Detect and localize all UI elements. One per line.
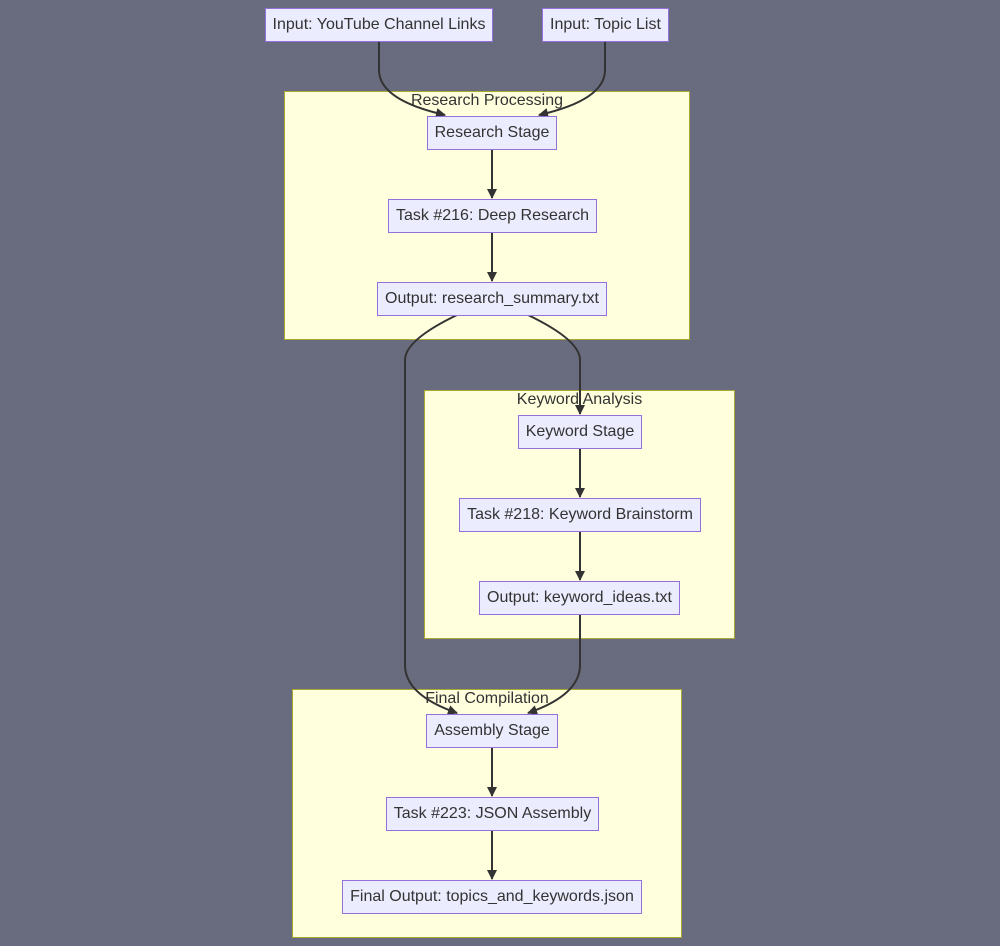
node-keyword-stage: Keyword Stage — [518, 415, 642, 449]
node-research-stage: Research Stage — [427, 116, 557, 150]
node-output-keyword-ideas: Output: keyword_ideas.txt — [479, 581, 680, 615]
node-task-keyword-brainstorm: Task #218: Keyword Brainstorm — [459, 498, 701, 532]
cluster-title-keyword-analysis: Keyword Analysis — [516, 391, 643, 408]
cluster-title-research-processing: Research Processing — [410, 92, 564, 109]
node-final-output-topics-keywords: Final Output: topics_and_keywords.json — [342, 880, 642, 914]
node-task-json-assembly: Task #223: JSON Assembly — [386, 797, 599, 831]
cluster-title-final-compilation: Final Compilation — [425, 690, 549, 707]
node-assembly-stage: Assembly Stage — [426, 714, 558, 748]
node-task-deep-research: Task #216: Deep Research — [388, 199, 597, 233]
node-input-topic-list: Input: Topic List — [542, 8, 669, 42]
node-input-youtube-channel-links: Input: YouTube Channel Links — [265, 8, 493, 42]
node-output-research-summary: Output: research_summary.txt — [377, 282, 607, 316]
